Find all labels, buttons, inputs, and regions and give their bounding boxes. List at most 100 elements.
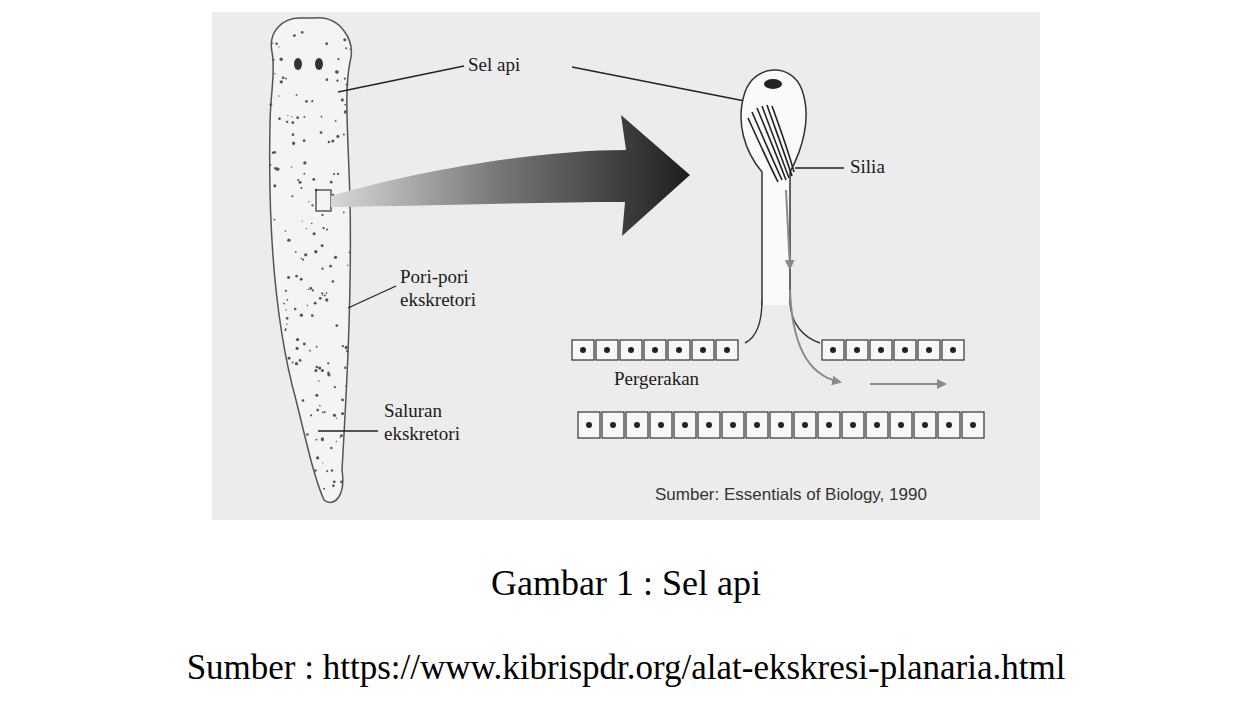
wall-cell: [650, 412, 672, 438]
speckle: [326, 292, 328, 294]
wall-cell: [918, 340, 940, 360]
speckle: [285, 290, 287, 292]
speckle: [325, 298, 328, 301]
speckle: [300, 187, 302, 189]
speckle: [324, 411, 326, 413]
speckle: [337, 173, 339, 175]
speckle: [322, 412, 324, 414]
wall-cell: [770, 412, 792, 438]
wall-cell: [866, 412, 888, 438]
speckle: [321, 244, 324, 247]
wall-cell: [818, 412, 840, 438]
speckle: [303, 161, 306, 164]
speckle: [349, 48, 350, 49]
speckle: [349, 252, 351, 254]
speckle: [344, 110, 347, 113]
speckle: [326, 228, 328, 230]
speckle: [321, 116, 323, 118]
speckle: [301, 258, 302, 259]
speckle: [306, 433, 309, 436]
speckle: [327, 362, 329, 364]
speckle: [314, 250, 317, 253]
wall-cell: [938, 412, 960, 438]
speckle: [344, 104, 346, 106]
speckle: [309, 350, 311, 352]
wall-cell: [746, 412, 768, 438]
nucleus: [764, 79, 782, 89]
speckle: [330, 181, 333, 184]
speckle: [298, 181, 301, 184]
speckle: [300, 278, 303, 281]
speckle: [315, 394, 318, 397]
speckle: [285, 78, 287, 80]
speckle: [335, 120, 337, 122]
wall-cell: [578, 412, 600, 438]
wall-cell: [572, 340, 594, 360]
speckle: [278, 117, 281, 120]
wall-cell: [722, 412, 744, 438]
speckle: [291, 195, 293, 197]
duct-wall: [572, 340, 984, 438]
speckle: [297, 179, 299, 181]
speckle: [340, 434, 343, 437]
speckle: [292, 141, 295, 144]
eyespot: [315, 58, 323, 70]
cilia-tuft: [748, 105, 794, 182]
speckle: [310, 414, 312, 416]
wall-cell: [626, 412, 648, 438]
part-label: Pori-pori ekskretori: [400, 266, 512, 312]
speckle: [316, 439, 318, 441]
part-label: Pergerakan: [614, 368, 699, 391]
speckle: [325, 42, 328, 45]
speckle: [315, 366, 318, 369]
source-link: Sumber : https://www.kibrispdr.org/alat-…: [187, 648, 1066, 688]
speckle: [296, 94, 298, 96]
speckle: [292, 361, 294, 363]
speckle: [321, 439, 324, 442]
speckle: [295, 275, 298, 278]
flame-cell: [741, 70, 806, 305]
speckle: [343, 38, 346, 41]
speckle: [307, 305, 309, 307]
part-label: Sel api: [468, 54, 520, 77]
speckle: [322, 227, 324, 229]
planaria-body: [270, 18, 352, 503]
speckle: [295, 362, 298, 365]
figure-caption: Gambar 1 : Sel api: [491, 562, 761, 604]
speckle: [314, 369, 317, 372]
speckle: [286, 299, 288, 301]
wall-cell: [890, 412, 912, 438]
speckle: [285, 230, 287, 232]
speckle: [333, 480, 336, 483]
speckle: [312, 178, 315, 181]
speckle: [311, 314, 314, 317]
speckle: [308, 289, 310, 291]
speckle: [302, 399, 305, 402]
speckle: [318, 380, 319, 381]
speckle: [294, 308, 296, 310]
speckle: [341, 98, 344, 101]
speckle: [341, 399, 344, 402]
speckle: [283, 303, 285, 305]
speckle: [301, 220, 302, 221]
speckle: [286, 121, 288, 123]
speckle: [299, 359, 302, 362]
speckle: [344, 367, 346, 369]
wall-cell: [620, 340, 642, 360]
speckle: [333, 173, 335, 175]
speckle: [340, 481, 343, 484]
speckle: [287, 238, 290, 241]
speckle: [286, 324, 288, 326]
speckle: [320, 131, 323, 134]
speckle: [282, 77, 285, 80]
wall-cell: [842, 412, 864, 438]
wall-cell: [870, 340, 892, 360]
speckle: [311, 100, 313, 102]
zoom-arrow: [331, 115, 690, 236]
speckle: [275, 42, 278, 45]
speckle: [316, 346, 318, 348]
speckle: [335, 324, 338, 327]
speckle: [312, 289, 314, 291]
speckle: [303, 116, 305, 118]
speckle: [343, 133, 345, 135]
